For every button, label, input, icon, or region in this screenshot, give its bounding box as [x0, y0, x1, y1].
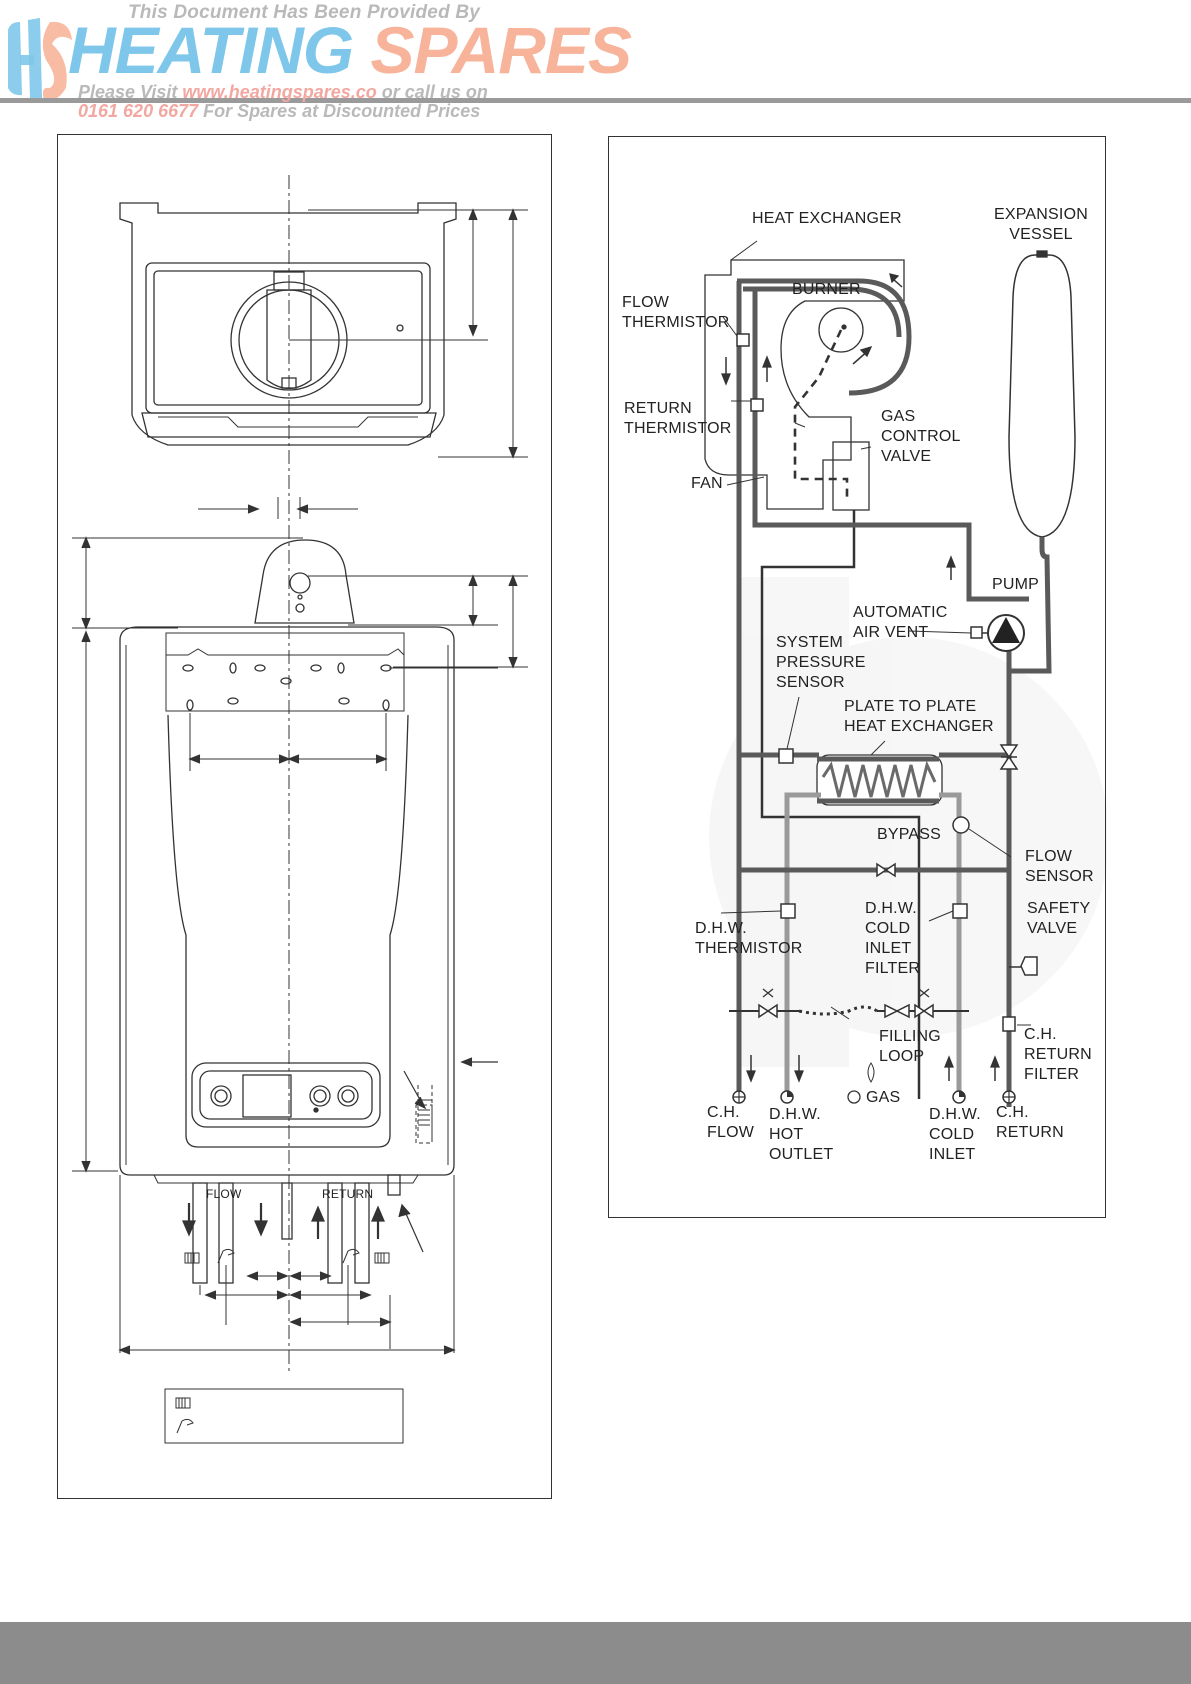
label-pump: PUMP: [992, 576, 1040, 593]
watermark-brand-spares: SPARES: [370, 13, 632, 87]
label-flow-thermistor: FLOW THERMISTOR: [622, 294, 730, 331]
heat-exchanger-box: [704, 259, 905, 510]
label-return-thermistor: RETURN THERMISTOR: [624, 400, 732, 437]
boiler-front-view: [72, 536, 528, 1355]
expansion-vessel: [1008, 254, 1076, 538]
watermark-brand-heating: HEATING: [68, 13, 354, 87]
hydraulic-schematic-drawing: [704, 240, 1076, 1107]
label-dhw-cold-inlet: D.H.W. COLD INLET: [929, 1106, 981, 1163]
label-flow-sensor: FLOW SENSOR: [1025, 848, 1094, 885]
label-ch-flow: C.H. FLOW: [707, 1104, 755, 1141]
heating-spares-logo: [8, 18, 72, 101]
label-bypass: BYPASS: [877, 826, 942, 843]
watermark-discount-text: For Spares at Discounted Prices: [198, 101, 481, 121]
watermark-header: This Document Has Been Provided By HEATI…: [0, 0, 1191, 122]
label-dhw-hot-outlet: D.H.W. HOT OUTLET: [769, 1106, 834, 1163]
label-dhw-thermistor: D.H.W. THERMISTOR: [695, 920, 803, 957]
boiler-dimensions-panel: FLOW RETURN: [57, 134, 552, 1499]
label-ch-return: C.H. RETURN: [996, 1104, 1064, 1141]
boiler-dimension-drawing: [72, 175, 528, 1444]
flow-connection-label: FLOW: [206, 1187, 242, 1201]
label-ch-return-filter: C.H. RETURN FILTER: [1024, 1026, 1092, 1083]
watermark-line-3: Please Visit www.heatingspares.co or cal…: [78, 82, 488, 103]
hydraulic-schematic-panel: HEAT EXCHANGER EXPANSION VESSEL BURNER F…: [608, 136, 1106, 1218]
label-system-pressure-sensor: SYSTEM PRESSURE SENSOR: [776, 634, 866, 691]
watermark-call-suffix: or call us on: [376, 82, 488, 102]
watermark-line-1: This Document Has Been Provided By: [128, 2, 481, 23]
label-expansion-vessel: EXPANSION VESSEL: [994, 206, 1088, 243]
label-automatic-air-vent: AUTOMATIC AIR VENT: [853, 604, 948, 641]
label-gas: GAS: [866, 1089, 901, 1106]
flow-thermistor-symbol: [736, 333, 750, 347]
label-gas-control-valve: GAS CONTROL VALVE: [881, 408, 961, 465]
return-thermistor-symbol: [750, 398, 764, 412]
footer-band: [0, 1622, 1191, 1684]
watermark-line-4: 0161 620 6677 For Spares at Discounted P…: [78, 101, 480, 122]
watermark-url-link[interactable]: www.heatingspares.co: [182, 82, 377, 102]
symbol-key-box: [164, 1388, 404, 1444]
label-plate-to-plate: PLATE TO PLATE HEAT EXCHANGER: [844, 698, 994, 735]
boiler-top-view: [119, 202, 528, 519]
label-heat-exchanger: HEAT EXCHANGER: [752, 210, 902, 227]
label-dhw-cold-inlet-filter: D.H.W. COLD INLET FILTER: [865, 900, 921, 977]
watermark-visit-prefix: Please Visit: [78, 82, 183, 102]
label-safety-valve: SAFETY VALVE: [1027, 900, 1091, 937]
label-filling-loop: FILLING LOOP: [879, 1028, 941, 1065]
return-connection-label: RETURN: [322, 1187, 374, 1201]
label-fan: FAN: [691, 475, 723, 492]
watermark-brand: HEATING SPARES: [68, 13, 632, 87]
burner-circle: [818, 307, 864, 353]
header-rule: [0, 98, 1191, 103]
watermark-phone: 0161 620 6677: [78, 101, 199, 121]
label-burner: BURNER: [792, 281, 861, 298]
